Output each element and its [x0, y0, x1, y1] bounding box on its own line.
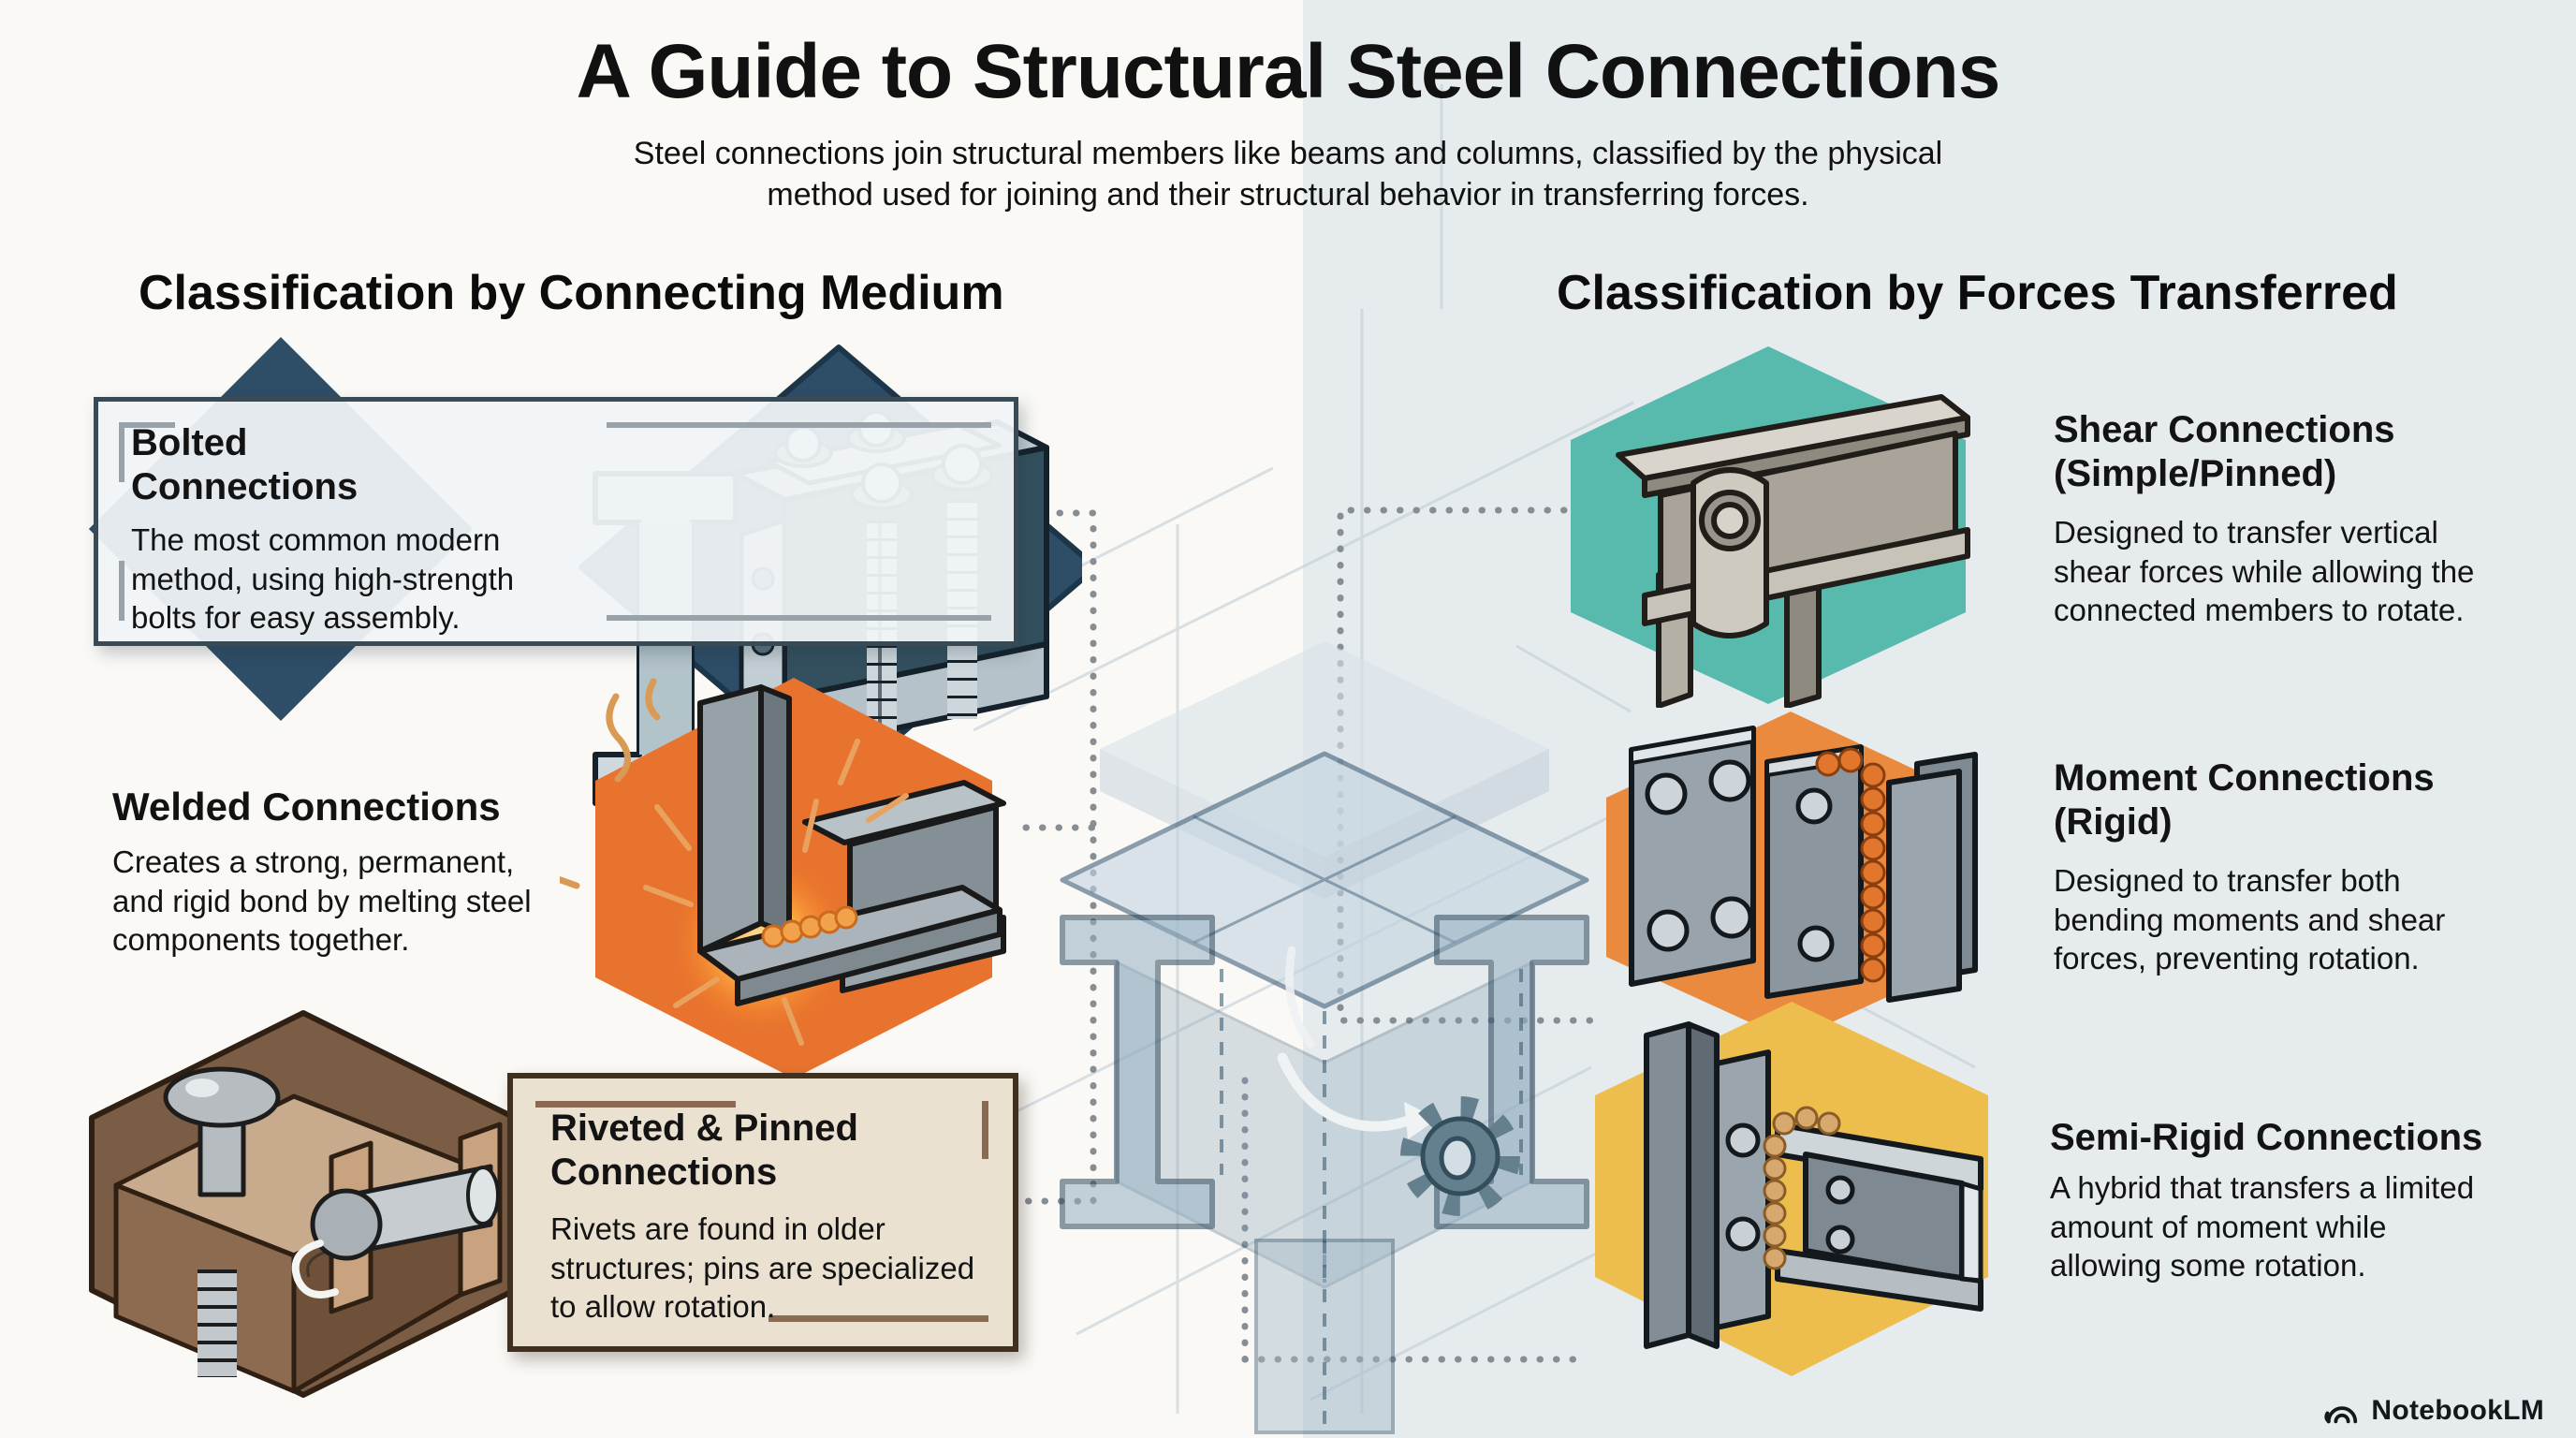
- corner-accent: [119, 422, 175, 428]
- riveted-pinned-illustration: [89, 1010, 518, 1398]
- notebooklm-arcs-icon: [2324, 1406, 2358, 1424]
- corner-accent: [119, 422, 124, 482]
- page-title: A Guide to Structural Steel Connections: [576, 29, 2001, 114]
- shear-connections-title: Shear Connections (Simple/Pinned): [2054, 409, 2395, 494]
- corner-accent: [607, 615, 991, 621]
- section-header-connecting-medium: Classification by Connecting Medium: [139, 266, 1004, 320]
- riveted-pinned-desc: Rivets are found in older structures; pi…: [550, 1211, 975, 1325]
- bolted-connections-title: Bolted Connections: [131, 422, 359, 507]
- shear-connection-illustration: [1571, 346, 1970, 708]
- bolted-connections-desc: The most common modern method, using hig…: [131, 522, 515, 636]
- semi-rigid-connections-title: Semi-Rigid Connections: [2050, 1117, 2483, 1158]
- moment-connections-desc: Designed to transfer both bending moment…: [2054, 863, 2446, 976]
- welded-connections-desc: Creates a strong, permanent, and rigid b…: [112, 844, 532, 958]
- welded-connections-block: Welded Connections Creates a strong, per…: [112, 785, 590, 960]
- page-subtitle: Steel connections join structural member…: [633, 136, 1943, 213]
- notebooklm-label: NotebookLM: [2371, 1395, 2544, 1426]
- bolted-connections-panel: [94, 397, 1018, 646]
- corner-accent: [119, 561, 124, 621]
- corner-accent: [768, 1315, 988, 1322]
- semi-rigid-connections-desc: A hybrid that transfers a limited amount…: [2050, 1170, 2475, 1284]
- semi-rigid-connection-illustration: [1595, 1002, 1988, 1376]
- moment-connections-title: Moment Connections (Rigid): [2054, 757, 2435, 843]
- riveted-pinned-panel: [507, 1073, 1018, 1352]
- notebooklm-badge: NotebookLM: [2322, 1393, 2544, 1429]
- welded-connection-illustration: [560, 678, 1006, 1078]
- center-beam-column-joint: [1060, 641, 1589, 1434]
- moment-connection-illustration: [1606, 712, 1978, 1041]
- riveted-pinned-title: Riveted & Pinned Connections: [550, 1108, 858, 1193]
- shear-connections-desc: Designed to transfer vertical shear forc…: [2054, 515, 2475, 628]
- corner-accent: [982, 1101, 988, 1159]
- welded-connections-title: Welded Connections: [112, 785, 501, 829]
- corner-accent: [607, 422, 991, 428]
- section-header-forces-transferred: Classification by Forces Transferred: [1557, 266, 2398, 320]
- corner-accent: [535, 1101, 736, 1108]
